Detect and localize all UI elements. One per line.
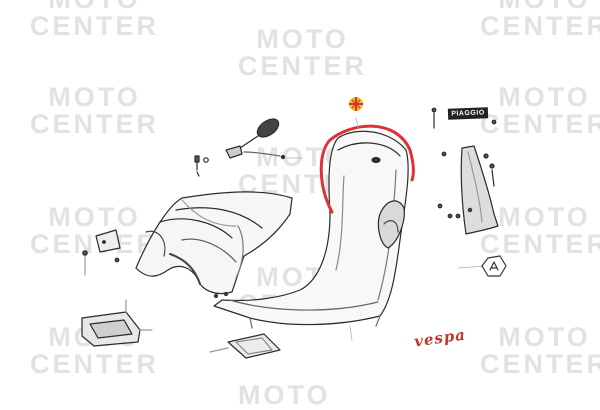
glove-box[interactable]	[81, 299, 153, 347]
rear-view-mirror[interactable]	[225, 115, 286, 160]
floor-trim-piece[interactable]	[209, 333, 281, 359]
leg-shield-frame[interactable]	[213, 130, 409, 329]
mirror-bolts[interactable]	[194, 155, 209, 177]
piaggio-hexagon-logo-icon[interactable]	[481, 255, 507, 277]
rear-trim-panel[interactable]	[441, 145, 499, 235]
piaggio-badge[interactable]: PIAGGIO	[447, 107, 489, 120]
red-rim-trim[interactable]	[319, 124, 415, 214]
frame-bolts[interactable]	[213, 107, 497, 299]
target-marker-icon	[349, 97, 363, 111]
mounting-plate[interactable]	[82, 229, 121, 276]
exploded-parts-diagram	[81, 97, 507, 359]
side-cowl-panel[interactable]	[135, 191, 293, 295]
